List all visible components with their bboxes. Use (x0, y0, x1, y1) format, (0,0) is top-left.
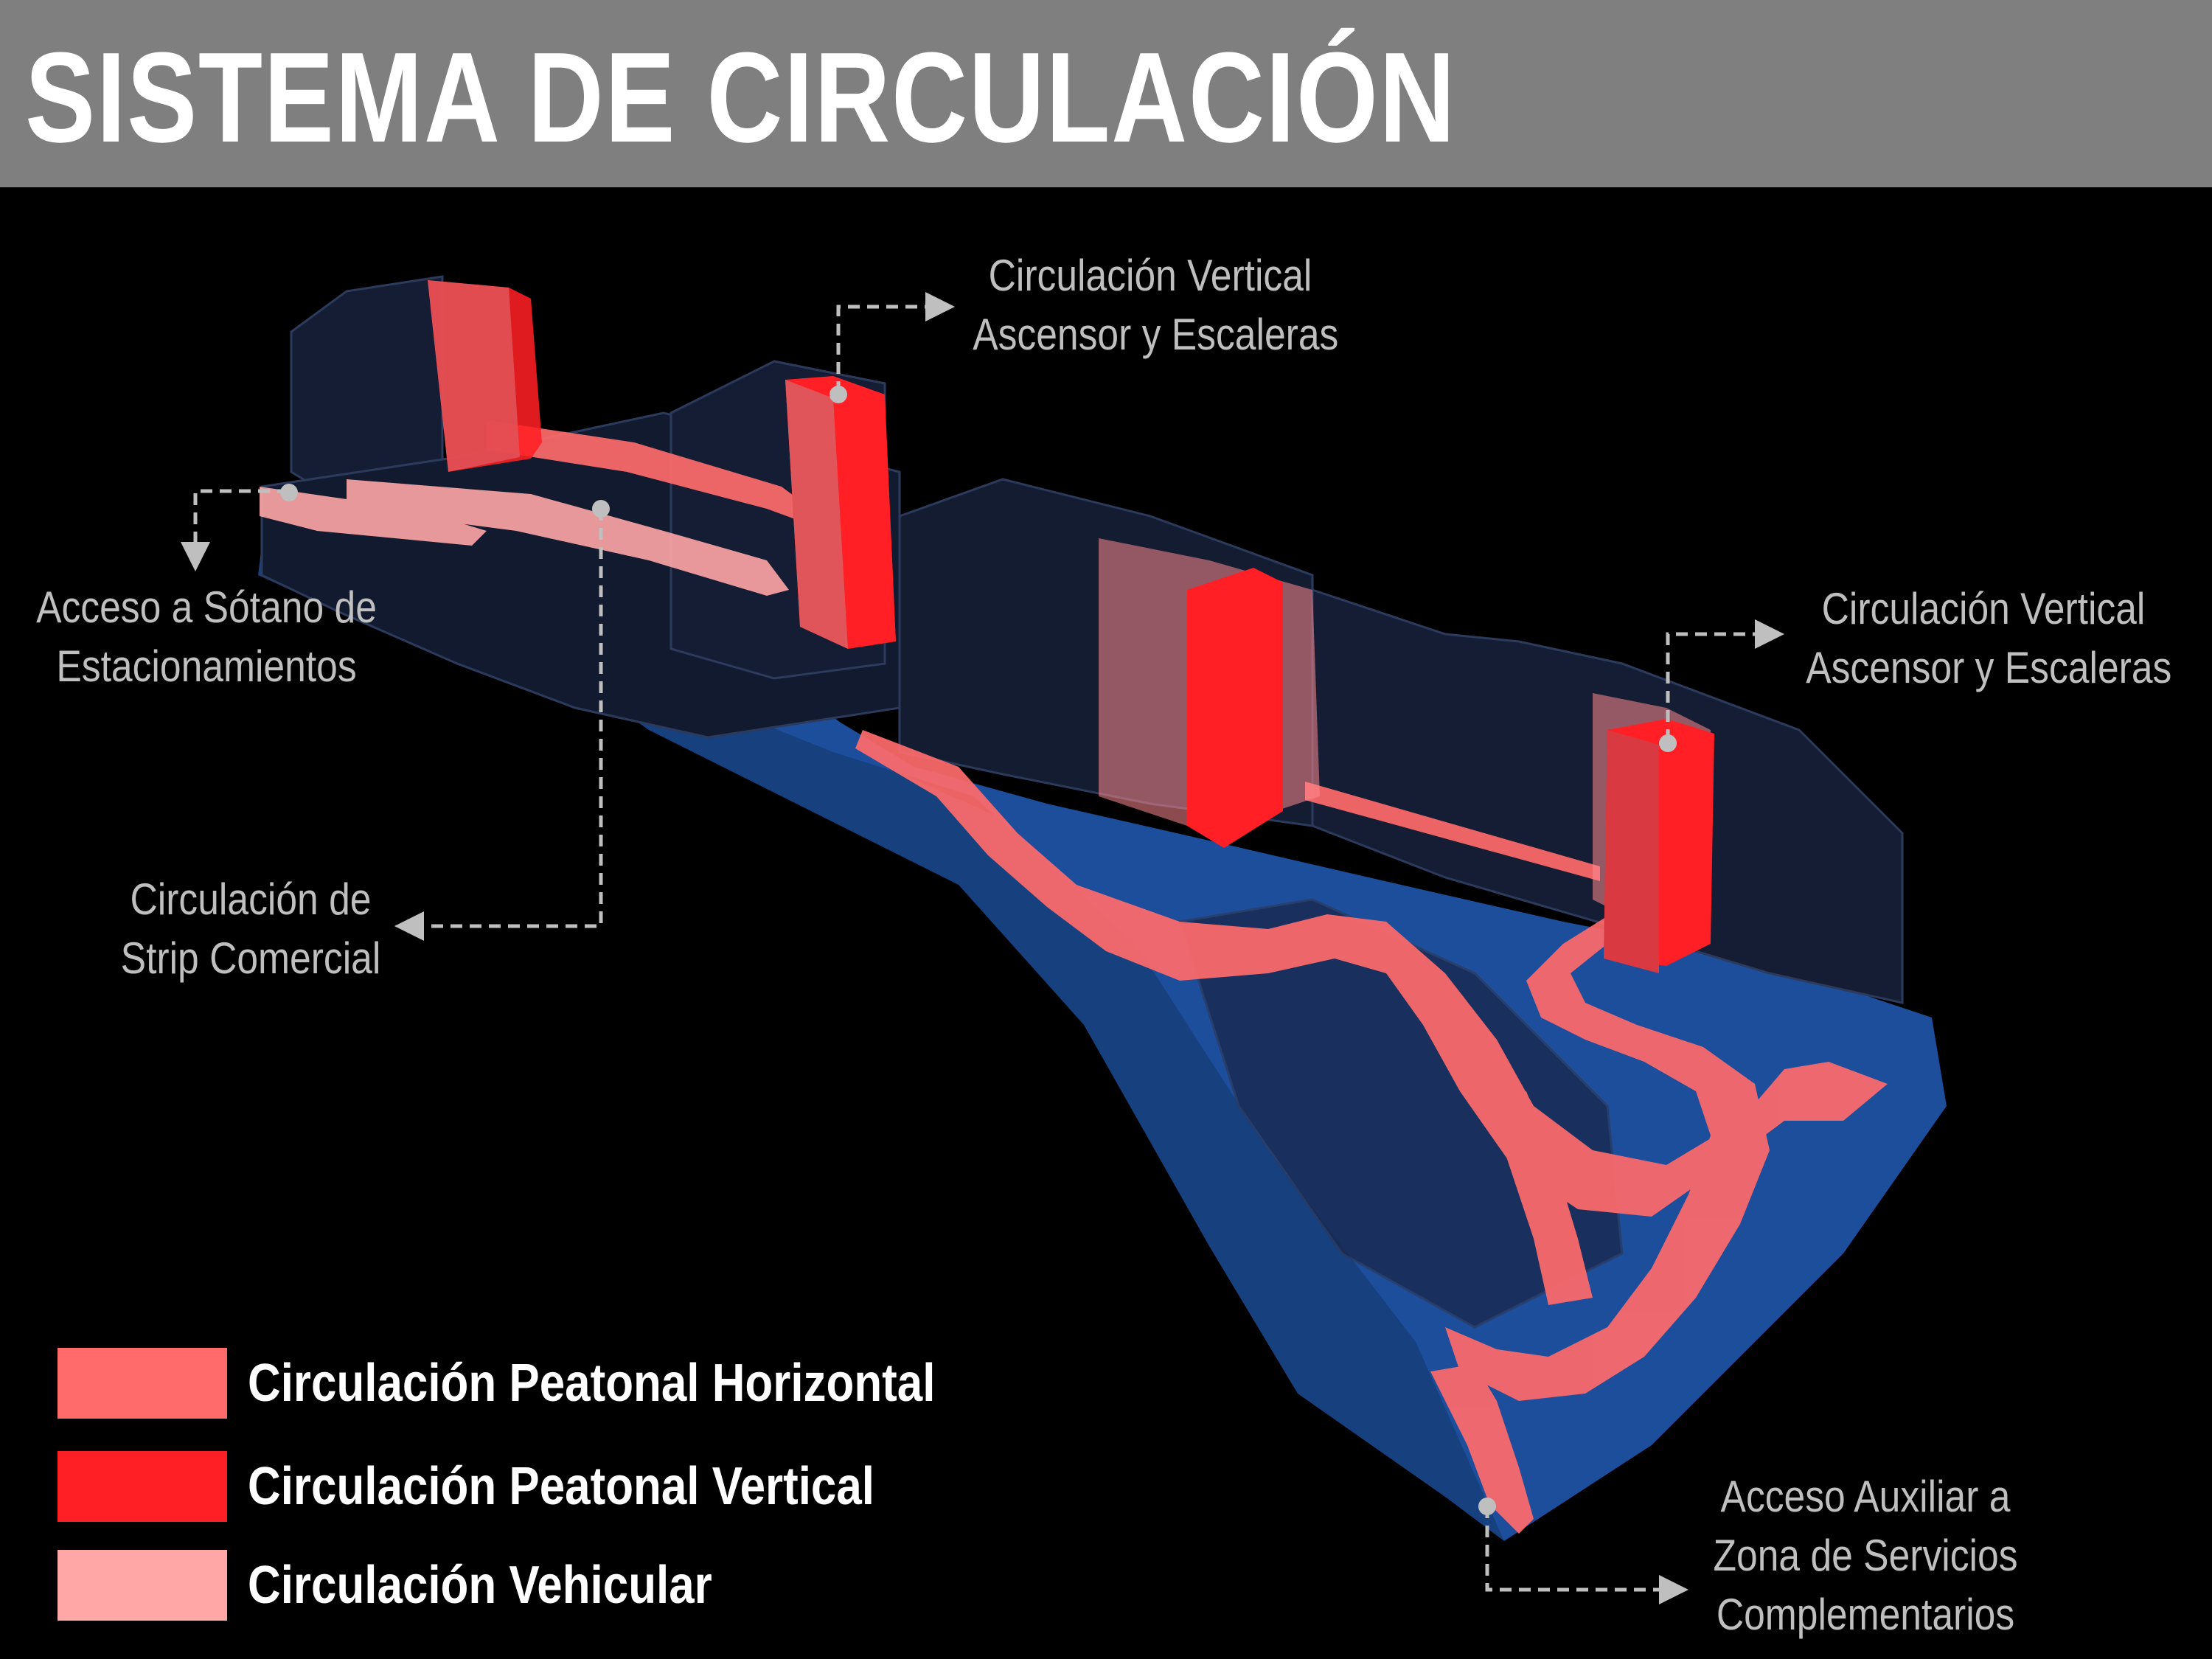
callout-line: Complementarios (1716, 1590, 2015, 1639)
walkway-service-access (1430, 1364, 1534, 1534)
callout-line: Ascensor y Escaleras (973, 310, 1339, 359)
vertical-core-3 (1187, 568, 1283, 848)
vehicular-ramp-basement (260, 487, 487, 546)
legend-item-vehicular: Circulación Vehicular (58, 1550, 1016, 1621)
callout-points (280, 386, 1677, 1515)
leader-auxiliary (1485, 1506, 1688, 1604)
vehicular-circulation (260, 479, 789, 596)
leader-basement (181, 489, 289, 571)
callout-strip-commercial: Circulación de Strip Comercial (99, 870, 403, 988)
legend-label-vehicular: Circulación Vehicular (248, 1556, 712, 1615)
callout-line: Circulación Vertical (988, 251, 1312, 300)
legend-swatch-vehicular (58, 1550, 227, 1621)
legend-item-vertical: Circulación Peatonal Vertical (58, 1451, 1016, 1522)
point-auxiliary (1478, 1498, 1496, 1515)
horizontal-pedestrian-circulation (487, 420, 1888, 1534)
vertical-pedestrian-circulation (428, 280, 1714, 973)
leader-vertical-right (1666, 619, 1784, 741)
point-vertical-top (830, 386, 847, 403)
callout-line: Zona de Servicios (1713, 1531, 2018, 1580)
callout-line: Circulación de (130, 874, 372, 924)
walkway-upper (487, 420, 811, 525)
legend-item-horizontal: Circulación Peatonal Horizontal (58, 1348, 1016, 1419)
walkway-southeast-loop (1445, 907, 1770, 1401)
leader-strip (394, 509, 603, 941)
leader-vertical-top (836, 292, 955, 393)
callout-line: Ascensor y Escaleras (1806, 643, 2172, 692)
walkway-east-bridge (1305, 782, 1600, 881)
callout-vertical-top: Circulación Vertical Ascensor y Escalera… (973, 246, 1339, 364)
vertical-core-2-face (785, 380, 848, 649)
point-strip (592, 500, 610, 518)
circulation-diagram (181, 275, 1947, 1604)
point-basement (280, 484, 298, 501)
vertical-core-1-face (428, 280, 520, 472)
point-vertical-right (1659, 734, 1677, 752)
header-bar: SISTEMA DE CIRCULACIÓN (0, 0, 2212, 187)
legend-swatch-horizontal (58, 1348, 227, 1419)
legend-swatch-vertical (58, 1451, 227, 1522)
callout-line: Circulación Vertical (1821, 584, 2146, 633)
walkway-south-lower (855, 730, 1888, 1217)
legend-label-horizontal: Circulación Peatonal Horizontal (248, 1354, 936, 1413)
page-title: SISTEMA DE CIRCULACIÓN (25, 25, 1457, 169)
callout-basement-access: Acceso a Sótano de Estacionamientos (35, 578, 378, 696)
callout-line: Acceso Auxiliar a (1720, 1472, 2011, 1521)
callout-line: Acceso a Sótano de (36, 582, 377, 632)
walkway-south-branch (1489, 1091, 1593, 1305)
vehicular-ramp-strip (347, 479, 789, 596)
callout-auxiliary-access: Acceso Auxiliar a Zona de Servicios Comp… (1700, 1467, 2030, 1644)
callout-leaders (181, 292, 1784, 1604)
legend-label-vertical: Circulación Peatonal Vertical (248, 1457, 875, 1516)
terrain-side (258, 516, 1504, 1541)
callout-line: Strip Comercial (120, 933, 381, 983)
callout-vertical-right: Circulación Vertical Ascensor y Escalera… (1806, 580, 2172, 698)
callout-line: Estacionamientos (56, 641, 357, 691)
vertical-core-4-face (1604, 730, 1659, 973)
